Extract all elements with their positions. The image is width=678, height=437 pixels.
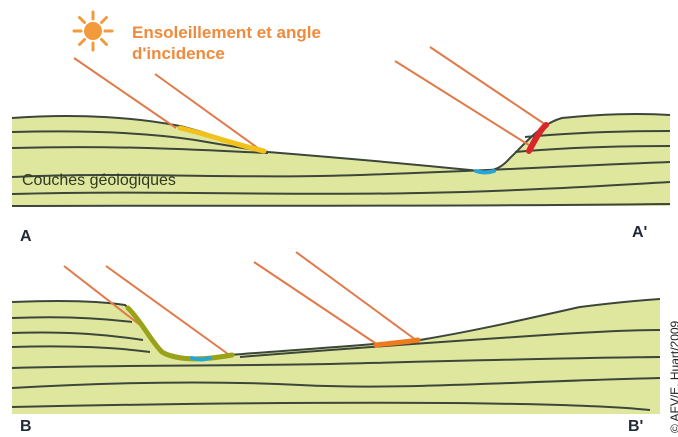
section-b bbox=[12, 252, 660, 414]
geological-layers-label: Couches géologiques bbox=[22, 172, 176, 190]
title-line-2: d'incidence bbox=[132, 43, 321, 64]
image-credit: © AFV/E. Huart/2009 bbox=[668, 321, 678, 433]
diagram-title: Ensoleillement et angle d'incidence bbox=[132, 22, 321, 64]
sun-icon bbox=[74, 12, 112, 50]
sun-ray bbox=[296, 252, 416, 340]
shaded-hollow bbox=[476, 171, 494, 173]
section-label-a-prime: A' bbox=[632, 224, 647, 242]
section-label-b-prime: B' bbox=[628, 418, 643, 436]
sun-ray bbox=[254, 262, 378, 345]
sun-ray bbox=[430, 47, 546, 125]
section-label-a: A bbox=[20, 228, 32, 246]
shaded-hollow bbox=[192, 358, 210, 360]
section-label-b: B bbox=[20, 418, 32, 436]
title-line-1: Ensoleillement et angle bbox=[132, 22, 321, 43]
sun-ray bbox=[395, 61, 532, 147]
